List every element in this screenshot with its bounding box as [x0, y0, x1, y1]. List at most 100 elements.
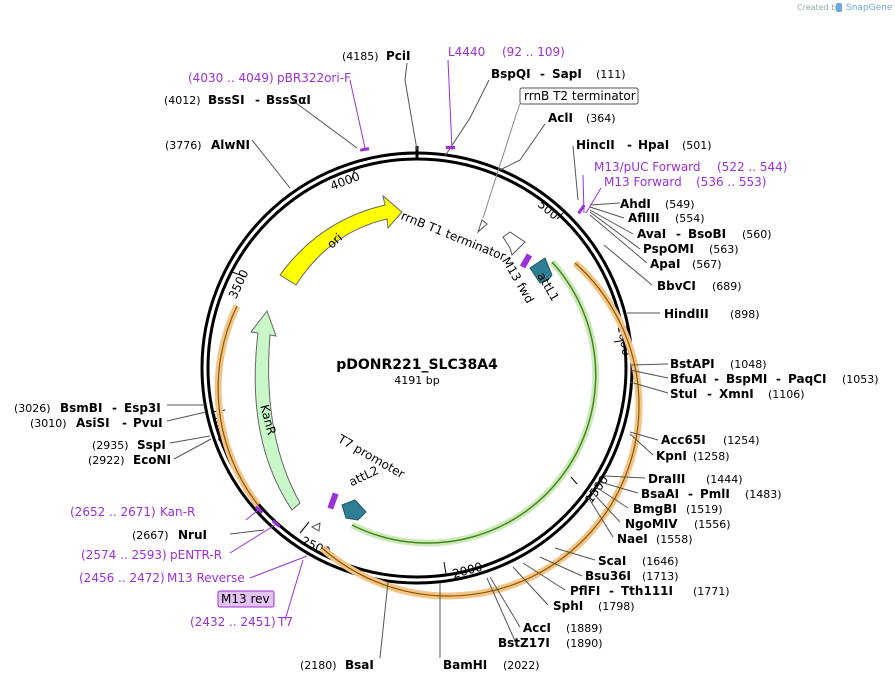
site-bstapi-name: BstAPI [670, 357, 715, 371]
primer-pbr322ori-range: (4030 .. 4049) [188, 71, 274, 85]
site-bsobi-name: BsoBI [688, 227, 726, 241]
t7-arrowhead [310, 522, 321, 532]
rrnb-t2-marker [476, 219, 488, 234]
site-nrui-pos: (2667) [132, 529, 169, 542]
primer-t7-range: (2432 .. 2451) [190, 615, 276, 629]
primer-m13fwd-name: M13 Forward [604, 175, 682, 189]
primer-t7-name: T7 [277, 615, 293, 629]
site-asisi-pos: (3010) [30, 417, 67, 430]
site-bfuai-pos: (1053) [842, 373, 879, 386]
site-afliii-pos: (554) [675, 212, 705, 225]
orf-green-arc-line [351, 261, 597, 544]
site-hincii-pos: (501) [682, 139, 712, 152]
site-leaders [166, 62, 669, 659]
site-sspi-pos: (2935) [92, 439, 129, 452]
site-acli-pos: (364) [586, 112, 616, 125]
site-kpni-name: KpnI [656, 449, 687, 463]
site-pcii-pos: (4185) [342, 50, 379, 63]
site-ngomiv-name: NgoMIV [625, 517, 678, 531]
site-bsssi-sep: - [255, 93, 260, 107]
site-sphi-name: SphI [553, 599, 583, 613]
site-draiii-pos: (1444) [706, 473, 743, 486]
site-bsaai-name: BsaAI [641, 487, 679, 501]
site-bsssi-pos: (4012) [164, 94, 201, 107]
site-naei-name: NaeI [617, 532, 648, 546]
site-bfuai-name: BfuAI [670, 372, 707, 386]
primer-leaders [229, 59, 602, 621]
site-bamhi-pos: (2022) [503, 659, 540, 672]
site-hpai-name: HpaI [638, 138, 669, 152]
site-bfuai-sep2: - [776, 372, 781, 386]
site-hincii-sep: - [627, 138, 632, 152]
primer-m13rev-range: (2456 .. 2472) [79, 571, 165, 585]
primer-labels: L4440 (92 .. 109) (4030 .. 4049) pBR322o… [70, 45, 787, 629]
primer-pentr-name: pENTR-R [170, 548, 222, 562]
primer-l4440-name: L4440 [448, 45, 485, 59]
primer-m13rev-name: M13 Reverse [167, 571, 245, 585]
site-naei-pos: (1558) [656, 533, 693, 546]
site-asisi-name: AsiSI [76, 416, 110, 430]
site-acc65i-pos: (1254) [723, 434, 760, 447]
site-bsaai-sep: - [688, 487, 693, 501]
site-bstz17i-name: BstZ17I [498, 636, 550, 650]
site-pcii-name: PciI [386, 49, 411, 63]
site-sapi-name: SapI [552, 67, 582, 81]
site-ahdi-pos: (549) [665, 198, 695, 211]
site-bmgbi-pos: (1519) [686, 503, 723, 516]
rrnb-t1-arrow [502, 231, 526, 256]
attl2-arrow [341, 499, 367, 521]
site-bsu36i-name: Bsu36I [585, 569, 631, 583]
site-bsaai-pos: (1483) [745, 488, 782, 501]
site-scai-pos: (1646) [642, 555, 679, 568]
site-xmni-name: XmnI [719, 387, 754, 401]
orf-arc-right-line [321, 262, 640, 597]
site-apai-pos: (567) [692, 258, 722, 271]
primer-m13puc-name: M13/pUC Forward [594, 160, 701, 174]
site-bsmbi-sep: - [112, 401, 117, 415]
site-bbvci-pos: (689) [712, 280, 742, 293]
site-afliii-name: AflIII [628, 211, 660, 225]
site-stui-pos: (1106) [768, 388, 805, 401]
plasmid-name: pDONR221_SLC38A4 [336, 357, 498, 373]
site-bsu36i-pos: (1713) [642, 570, 679, 583]
attl1-arrow [529, 257, 553, 284]
site-ahdi-name: AhdI [620, 197, 651, 211]
sites-right: (4185) PciI BspQI - SapI (111) AclI (364… [300, 49, 879, 672]
site-paqci-name: PaqCI [788, 372, 826, 386]
site-bsai-pos: (2180) [300, 659, 337, 672]
site-apai-name: ApaI [650, 257, 680, 271]
sites-left: (4012) BssSI - BssSαI (3776) AlwNI (3026… [14, 93, 311, 542]
site-ngomiv-pos: (1556) [694, 518, 731, 531]
orf-green-arc [350, 259, 600, 547]
site-bsmbi-name: BsmBI [60, 401, 102, 415]
site-hindiii-name: HindIII [664, 307, 709, 321]
site-stui-name: StuI [670, 387, 697, 401]
site-sphi-pos: (1798) [598, 600, 635, 613]
site-bamhi-name: BamHI [443, 658, 487, 672]
primer-kanr-range: (2652 .. 2671) [70, 505, 156, 519]
site-bstapi-pos: (1048) [730, 358, 767, 371]
rrnb-t2-label: rrnB T2 terminator [524, 89, 636, 103]
m13-rev-label: M13 rev [221, 592, 270, 606]
t7-marker [327, 492, 339, 510]
site-acci-pos: (1889) [566, 622, 603, 635]
orf-arc-right [319, 260, 643, 600]
rrnb-t2-leader [482, 103, 521, 219]
primer-pentr-range: (2574 .. 2593) [81, 548, 167, 562]
site-bspqi-pos: (111) [596, 68, 626, 81]
credit-text: Created by [797, 3, 841, 12]
attl1-label: attL1 [534, 270, 562, 304]
site-kpni-pos: (1258) [693, 450, 730, 463]
site-pvui-name: PvuI [133, 416, 163, 430]
primer-pbr322ori-name: pBR322ori-F [277, 71, 351, 85]
credit-brand: SnapGene [846, 3, 893, 13]
site-avai-sep: - [676, 227, 681, 241]
site-bsmbi-pos: (3026) [14, 402, 51, 415]
site-acci-name: AccI [523, 621, 551, 635]
site-bsssi-name: BssSI [208, 93, 245, 107]
site-econi-name: EcoNI [133, 453, 171, 467]
site-draiii-name: DraIII [648, 472, 685, 486]
plasmid-size: 4191 bp [394, 374, 439, 387]
site-hindiii-pos: (898) [730, 308, 760, 321]
